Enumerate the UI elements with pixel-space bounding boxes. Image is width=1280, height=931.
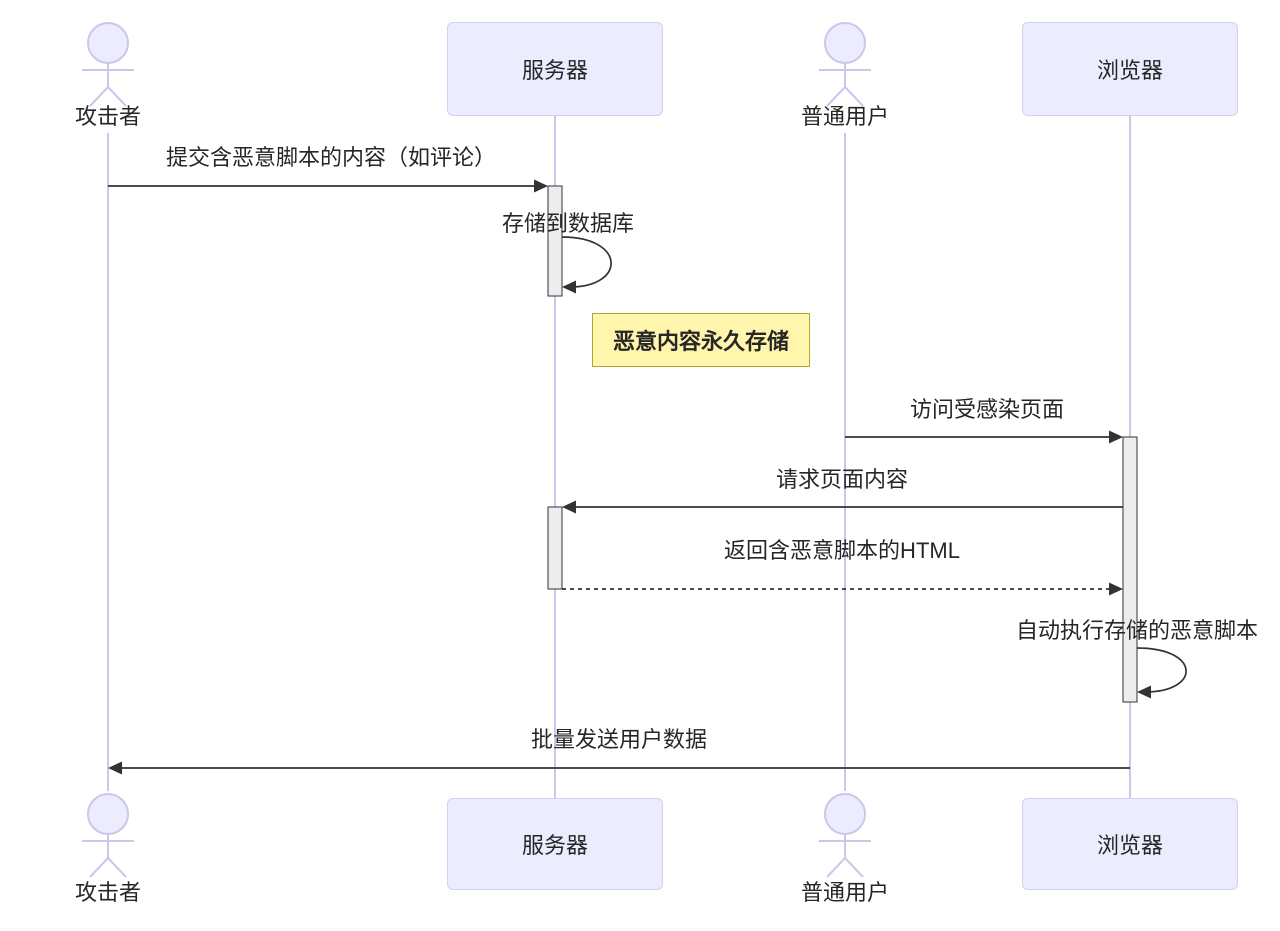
actor-label-user-bottom: 普通用户 xyxy=(800,880,890,905)
activation-bar-server-1 xyxy=(547,185,563,297)
participant-box-browser-bottom: 浏览器 xyxy=(1022,798,1238,890)
message-arrows xyxy=(108,179,1187,775)
participant-box-server-top: 服务器 xyxy=(447,22,663,116)
actor-label-user-top: 普通用户 xyxy=(800,104,890,129)
participant-box-browser-top: 浏览器 xyxy=(1022,22,1238,116)
message-label-request-page-content: 请求页面内容 xyxy=(775,467,909,492)
message-label-return-malicious-html: 返回含恶意脚本的HTML xyxy=(724,538,960,563)
arrow-visit-infected-page xyxy=(845,430,1123,444)
arrow-execute-stored-script-selfloop xyxy=(1136,647,1187,699)
message-label-send-user-data: 批量发送用户数据 xyxy=(530,727,708,752)
note-box: 恶意内容永久存储 xyxy=(592,313,810,367)
arrow-request-page-content xyxy=(562,500,1123,514)
activation-bars xyxy=(547,185,1138,703)
participant-label-browser-bottom: 浏览器 xyxy=(1096,833,1163,858)
actor-label-attacker-top: 攻击者 xyxy=(74,104,142,129)
note-text: 恶意内容永久存储 xyxy=(612,329,789,354)
arrow-return-malicious-html-dashed xyxy=(562,582,1123,596)
participant-label-server-top: 服务器 xyxy=(521,58,588,83)
participant-label-server-bottom: 服务器 xyxy=(521,833,588,858)
arrow-send-user-data xyxy=(108,761,1130,775)
arrow-submit-malicious-content xyxy=(108,179,548,193)
actor-figure-attacker-bottom xyxy=(82,793,134,878)
message-label-execute-stored-script: 自动执行存储的恶意脚本 xyxy=(1015,618,1259,643)
participant-box-server-bottom: 服务器 xyxy=(447,798,663,890)
participant-label-browser-top: 浏览器 xyxy=(1096,58,1163,83)
message-label-store-to-database: 存储到数据库 xyxy=(501,211,635,236)
activation-bar-browser-1 xyxy=(1122,436,1138,703)
arrow-store-to-database-selfloop xyxy=(561,236,612,294)
message-label-submit-malicious-content: 提交含恶意脚本的内容（如评论） xyxy=(165,145,497,170)
actor-label-attacker-bottom: 攻击者 xyxy=(74,880,142,905)
activation-bar-server-2 xyxy=(547,506,563,590)
actor-figure-user-top xyxy=(819,22,871,107)
message-label-visit-infected-page: 访问受感染页面 xyxy=(909,397,1065,422)
actor-figure-user-bottom xyxy=(819,793,871,878)
actor-figure-attacker-top xyxy=(82,22,134,107)
